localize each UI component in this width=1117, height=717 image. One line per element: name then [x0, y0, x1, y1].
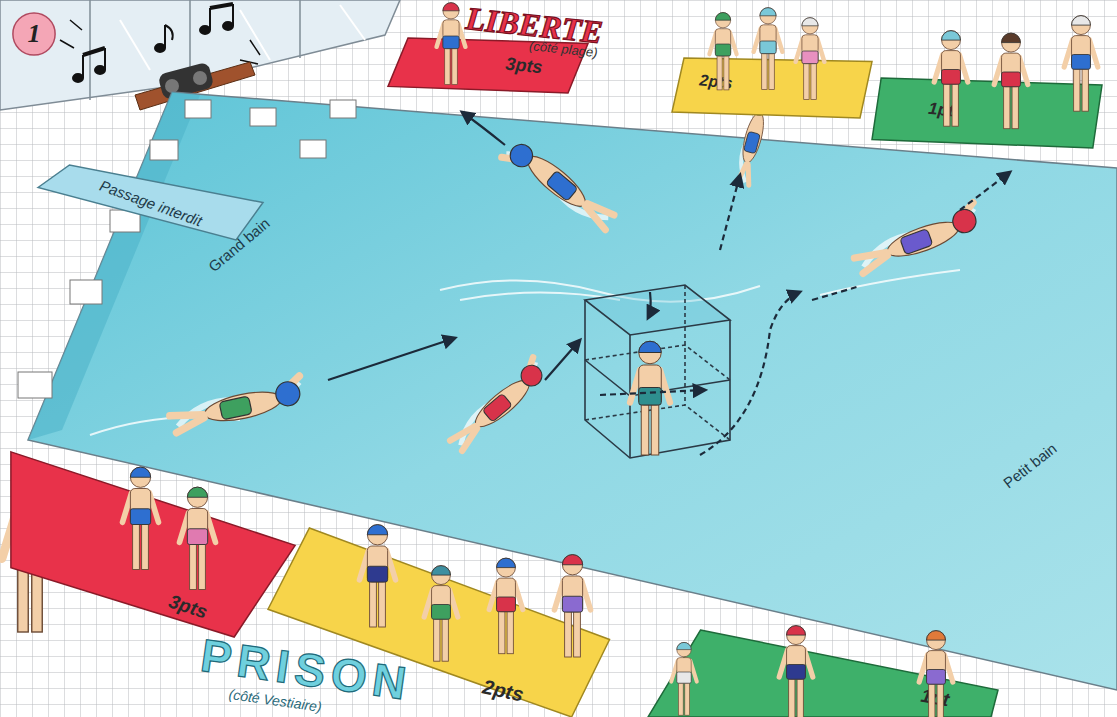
score-mat: 3pts [8, 450, 298, 637]
swimmers [167, 95, 983, 455]
callout-circle: 1 [12, 12, 56, 56]
sign-board: Passage interdit [38, 165, 263, 240]
water-ripples [90, 270, 960, 435]
node-outline [8, 450, 298, 637]
node-shape [672, 58, 872, 118]
node-shape [648, 630, 998, 717]
score-mat: 2pts [672, 58, 872, 118]
points-text: 1pt [919, 685, 951, 712]
node-shape [38, 165, 263, 240]
cage-cube [585, 285, 730, 458]
node-shape [13, 13, 55, 55]
node-outline [872, 78, 1102, 148]
pool-water [28, 92, 1117, 690]
callout-number: 1 [28, 19, 41, 49]
starting-blocks [18, 100, 356, 398]
pool-side-wall [28, 92, 200, 440]
score-mat: 1pt [872, 78, 1102, 148]
points-text: 2pts [699, 71, 734, 92]
movement-arrows [328, 112, 1010, 455]
node-shape [872, 78, 1102, 148]
score-mat: 1pt [648, 630, 998, 717]
points-text: 3pts [504, 53, 543, 78]
node-shape [11, 452, 295, 637]
points-text: 1pt [927, 98, 954, 121]
